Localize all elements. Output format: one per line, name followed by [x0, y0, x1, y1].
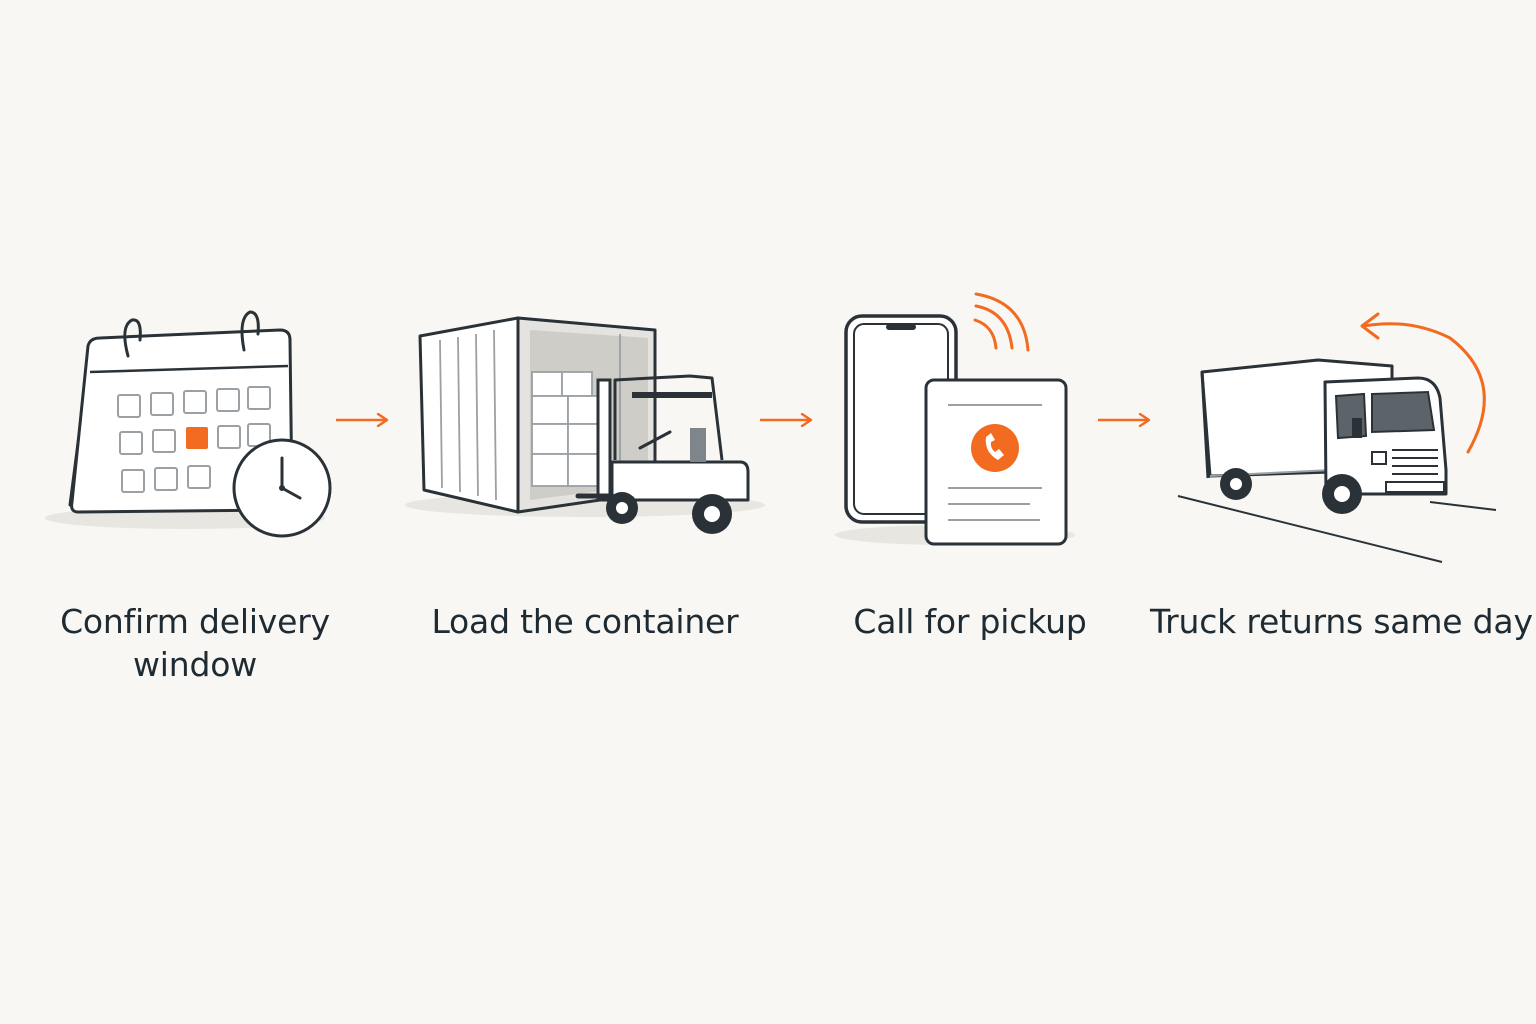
- truck-return-icon: [1177, 312, 1497, 563]
- step-label-confirm-delivery-window: Confirm delivery window: [60, 602, 330, 684]
- step-label-truck-returns-same-day: Truck returns same day: [1150, 602, 1533, 641]
- calendar-clock-icon: [45, 310, 332, 538]
- step-label-call-for-pickup: Call for pickup: [853, 602, 1087, 641]
- phone-call-icon: [835, 292, 1075, 546]
- step-label-load-the-container: Load the container: [431, 602, 739, 641]
- container-forklift-icon: [405, 316, 765, 534]
